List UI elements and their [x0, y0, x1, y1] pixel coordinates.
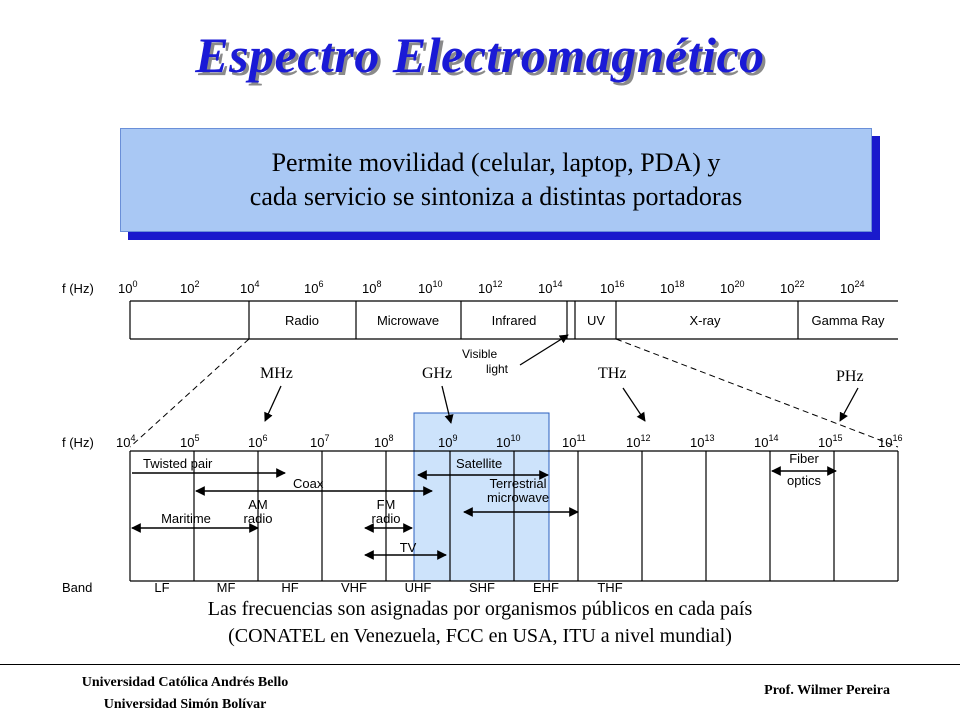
label-coax: Coax [293, 476, 324, 491]
region-xray: X-ray [689, 313, 721, 328]
top-tick-label: 1020 [720, 279, 744, 296]
top-tick-label: 1016 [600, 279, 624, 296]
band-hf: HF [281, 580, 298, 595]
top-tick-label: 106 [304, 279, 323, 296]
band-mf: MF [217, 580, 236, 595]
bottom-tick-label: 1013 [690, 433, 714, 450]
label-fm-radio: radio [372, 511, 401, 526]
spectrum-diagram: f (Hz) 100 102 104 106 108 1010 1012 101… [62, 279, 902, 595]
footer-author: Prof. Wilmer Pereira [764, 683, 890, 698]
top-spectrum-bar [129, 300, 898, 340]
unit-label-ghz: GHz [422, 365, 452, 382]
label-am: AM [248, 497, 268, 512]
top-tick-labels: 100 102 104 106 108 1010 1012 1014 1016 … [118, 279, 864, 296]
band-vhf: VHF [341, 580, 367, 595]
top-tick-label: 102 [180, 279, 199, 296]
label-am-radio: radio [244, 511, 273, 526]
unit-arrow-ghz [441, 385, 454, 424]
unit-label-mhz: MHz [260, 365, 293, 382]
bottom-tick-label: 1011 [562, 433, 586, 450]
top-tick-label: 108 [362, 279, 381, 296]
band-shf: SHF [469, 580, 495, 595]
top-tick-label: 1022 [780, 279, 804, 296]
unit-arrow-phz [839, 387, 859, 422]
band-label: Band [62, 580, 92, 595]
unit-label-thz: THz [598, 365, 626, 382]
bottom-tick-label: 1014 [754, 433, 778, 450]
region-infrared: Infrared [492, 313, 537, 328]
top-axis-label: f (Hz) [62, 281, 94, 296]
bottom-tick-label: 107 [310, 433, 329, 450]
bottom-tick-labels: 104 105 106 107 108 109 1010 1011 1012 1… [116, 433, 902, 450]
label-maritime: Maritime [161, 511, 211, 526]
footer-university-2: Universidad Simón Bolívar [103, 697, 267, 712]
zoom-line-left [129, 338, 250, 448]
bottom-tick-label: 108 [374, 433, 393, 450]
callout-box: Permite movilidad (celular, laptop, PDA)… [120, 128, 872, 232]
region-gamma-ray: Gamma Ray [812, 313, 885, 328]
label-tv: TV [400, 540, 417, 555]
visible-light-arrow [519, 334, 569, 366]
bottom-tick-label: 109 [438, 433, 457, 450]
label-microwave: microwave [487, 490, 549, 505]
unit-label-phz: PHz [836, 368, 864, 385]
bottom-tick-label: 104 [116, 433, 135, 450]
label-terrestrial: Terrestrial [489, 476, 546, 491]
decade-lines [193, 451, 835, 581]
band-lf: LF [154, 580, 169, 595]
visible-light-label-2: light [486, 362, 509, 376]
zoom-line-right [615, 338, 899, 448]
label-fm: FM [377, 497, 396, 512]
top-tick-label: 100 [118, 279, 137, 296]
slide-title: Espectro Electromagnético [195, 27, 765, 83]
top-tick-label: 104 [240, 279, 259, 296]
footer-universities: Universidad Católica Andrés Bello Univer… [40, 672, 330, 716]
region-microwave: Microwave [377, 313, 439, 328]
bottom-tick-label: 105 [180, 433, 199, 450]
unit-arrow-mhz [264, 385, 282, 422]
note-line-1: Las frecuencias son asignadas por organi… [207, 598, 753, 620]
note-line-2: (CONATEL en Venezuela, FCC en USA, ITU a… [228, 625, 732, 647]
bottom-tick-label: 1012 [626, 433, 650, 450]
callout-line-2: cada servicio se sintoniza a distintas p… [249, 182, 743, 211]
top-tick-label: 1024 [840, 279, 864, 296]
top-tick-label: 1014 [538, 279, 562, 296]
top-tick-label: 1010 [418, 279, 442, 296]
label-twisted-pair: Twisted pair [143, 456, 213, 471]
label-fiber: Fiber [789, 451, 819, 466]
visible-light-label: Visible [462, 347, 497, 361]
footer-divider [0, 664, 960, 665]
top-tick-label: 1012 [478, 279, 502, 296]
assignment-note: Las frecuencias son asignadas por organi… [0, 596, 960, 650]
band-uhf: UHF [405, 580, 432, 595]
band-thf: THF [597, 580, 622, 595]
band-ehf: EHF [533, 580, 559, 595]
bottom-tick-label: 106 [248, 433, 267, 450]
region-uv: UV [587, 313, 605, 328]
label-satellite: Satellite [456, 456, 502, 471]
top-tick-label: 1018 [660, 279, 684, 296]
label-optics: optics [787, 473, 821, 488]
region-radio: Radio [285, 313, 319, 328]
callout-line-1: Permite movilidad (celular, laptop, PDA)… [271, 148, 721, 177]
footer-university-1: Universidad Católica Andrés Bello [81, 675, 289, 690]
unit-arrow-thz [622, 387, 646, 422]
bottom-tick-label: 1010 [496, 433, 520, 450]
bottom-axis-label: f (Hz) [62, 435, 94, 450]
bottom-tick-label: 1016 [878, 433, 902, 450]
bottom-tick-label: 1015 [818, 433, 842, 450]
